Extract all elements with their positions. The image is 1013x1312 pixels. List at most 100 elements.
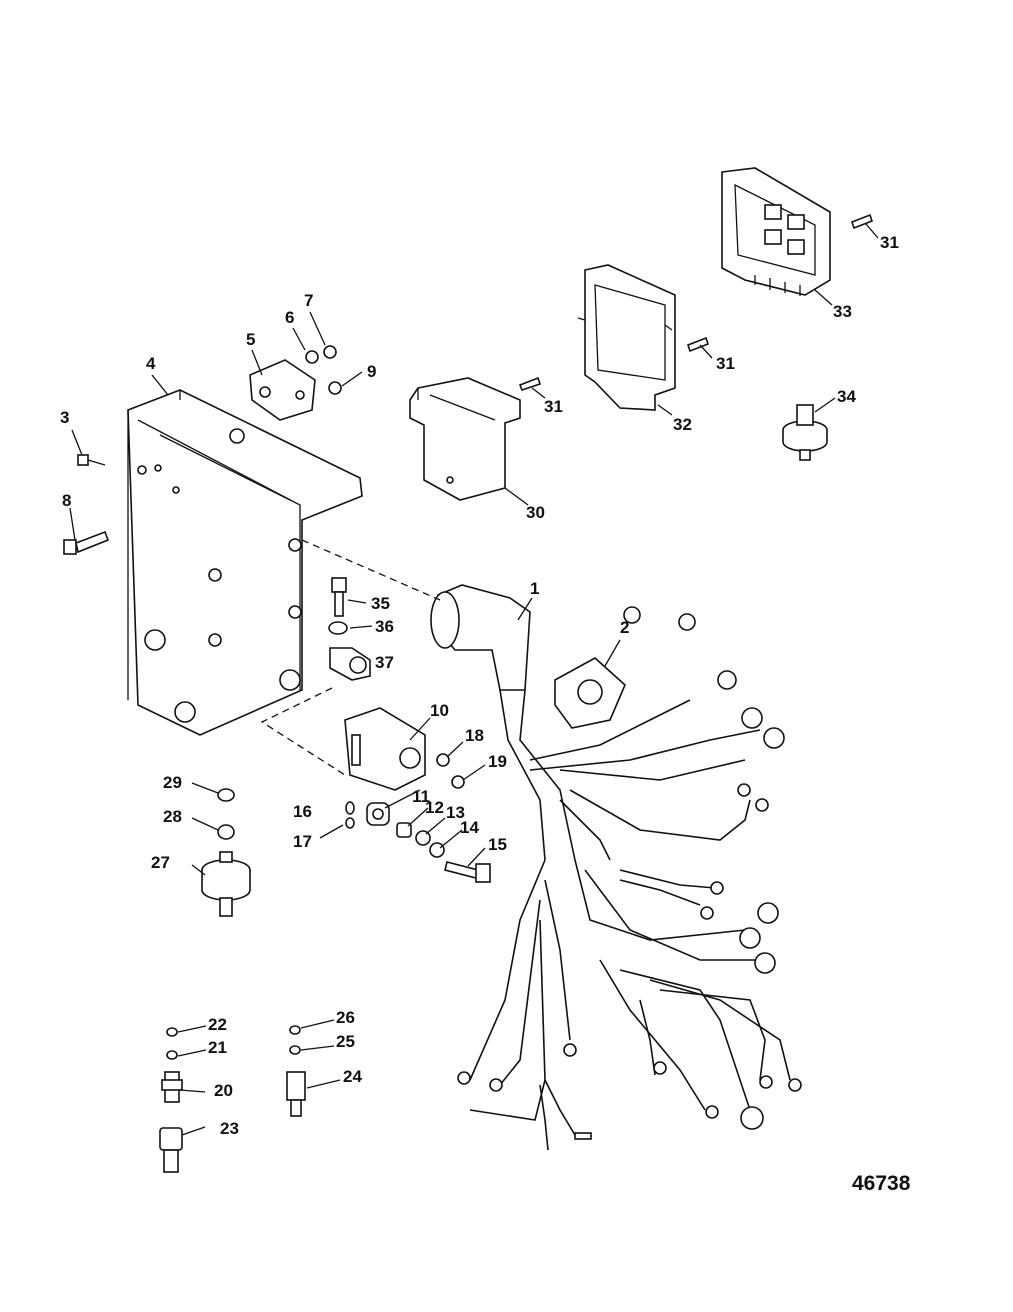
callout-1: 1 <box>530 579 539 598</box>
callout-28: 28 <box>163 807 182 826</box>
sensor-27 <box>201 851 251 917</box>
ring-terminal <box>678 613 696 631</box>
callout-27: 27 <box>151 853 170 872</box>
callout-34: 34 <box>837 387 856 406</box>
ring-terminal <box>705 1105 719 1119</box>
mounting-bracket <box>127 389 363 736</box>
grommet-2 <box>554 657 626 729</box>
callout-36: 36 <box>375 617 394 636</box>
callout-5: 5 <box>246 330 255 349</box>
ring-terminal <box>757 902 779 924</box>
callout-19: 19 <box>488 752 507 771</box>
callout-9: 9 <box>367 362 376 381</box>
washer-28 <box>217 824 235 840</box>
assembly-line <box>301 539 441 601</box>
callout-21: 21 <box>208 1038 227 1057</box>
nut-29 <box>217 788 235 802</box>
callout-35: 35 <box>371 594 390 613</box>
callout-20: 20 <box>214 1081 233 1100</box>
callout-8: 8 <box>62 491 71 510</box>
washer-18 <box>436 753 450 767</box>
callout-6: 6 <box>285 308 294 327</box>
callout-18: 18 <box>465 726 484 745</box>
leader-lines <box>69 223 879 1136</box>
callout-31b: 31 <box>716 354 735 373</box>
callout-29: 29 <box>163 773 182 792</box>
callout-4: 4 <box>146 354 156 373</box>
circuit-breaker-10 <box>344 707 426 791</box>
bolt-3 <box>77 454 106 466</box>
clip-36 <box>328 621 348 635</box>
ring-terminal <box>710 881 724 895</box>
relay-5 <box>249 359 316 421</box>
ring-terminal <box>741 707 763 729</box>
washer-6 <box>305 350 319 364</box>
sensor-20 <box>161 1071 183 1103</box>
ring-terminal <box>739 927 761 949</box>
callout-3: 3 <box>60 408 69 427</box>
callout-17: 17 <box>293 832 312 851</box>
screw-31c <box>851 213 873 230</box>
callout-7: 7 <box>304 291 313 310</box>
nut-22 <box>166 1027 178 1037</box>
ring-terminal <box>489 1078 503 1092</box>
callout-10: 10 <box>430 701 449 720</box>
assembly-line <box>260 687 346 776</box>
ring-terminal <box>788 1078 802 1092</box>
callout-2: 2 <box>620 618 629 637</box>
callout-15: 15 <box>488 835 507 854</box>
ring-terminal <box>563 1043 577 1057</box>
callout-32: 32 <box>673 415 692 434</box>
screw-31b <box>687 336 709 353</box>
nut-26 <box>289 1025 301 1035</box>
callout-22: 22 <box>208 1015 227 1034</box>
nut-11 <box>366 802 390 826</box>
nut-9 <box>328 381 342 395</box>
sensor-24 <box>286 1071 306 1117</box>
ring-terminal <box>755 798 769 812</box>
figure-number: 46738 <box>852 1172 911 1195</box>
module-32 <box>577 264 676 411</box>
ring-terminal <box>457 1071 471 1085</box>
wiring-harness-1 <box>430 584 802 1151</box>
bracket-30 <box>409 377 521 501</box>
callout-26: 26 <box>336 1008 355 1027</box>
callout-12: 12 <box>425 798 444 817</box>
ring-terminal <box>740 1106 764 1130</box>
callout-31c: 31 <box>880 233 899 252</box>
callout-25: 25 <box>336 1032 355 1051</box>
bolt-35 <box>331 577 347 617</box>
callout-labels: 1 2 3 4 5 6 7 8 9 10 11 12 13 14 15 16 1… <box>60 233 899 1138</box>
fuse-block-33 <box>721 167 831 296</box>
ring-terminal <box>653 1061 667 1075</box>
clamp-37 <box>329 647 371 681</box>
pressure-switch-34 <box>782 404 828 461</box>
washer-21 <box>166 1050 178 1060</box>
bolt-15 <box>444 861 491 883</box>
washer-13 <box>415 830 431 846</box>
washer-14 <box>429 842 445 858</box>
ring-terminal <box>623 606 641 624</box>
washer-16 <box>345 801 355 815</box>
callout-14: 14 <box>460 818 479 837</box>
nut-7 <box>323 345 337 359</box>
callout-31a: 31 <box>544 397 563 416</box>
callout-23: 23 <box>220 1119 239 1138</box>
callout-11: 11 <box>412 787 430 806</box>
bolt-12 <box>396 822 412 838</box>
washer-25 <box>289 1045 301 1055</box>
callout-33: 33 <box>833 302 852 321</box>
ring-terminal <box>737 783 751 797</box>
ring-terminal <box>763 727 785 749</box>
callout-16: 16 <box>293 802 312 821</box>
spade-terminal <box>574 1132 592 1140</box>
callout-13: 13 <box>446 803 465 822</box>
screw-8 <box>63 530 110 555</box>
callout-30: 30 <box>526 503 545 522</box>
callout-24: 24 <box>343 1067 362 1086</box>
screw-31a <box>518 376 542 391</box>
callout-37: 37 <box>375 653 394 672</box>
ring-terminal <box>717 670 737 690</box>
nut-17 <box>345 817 355 829</box>
